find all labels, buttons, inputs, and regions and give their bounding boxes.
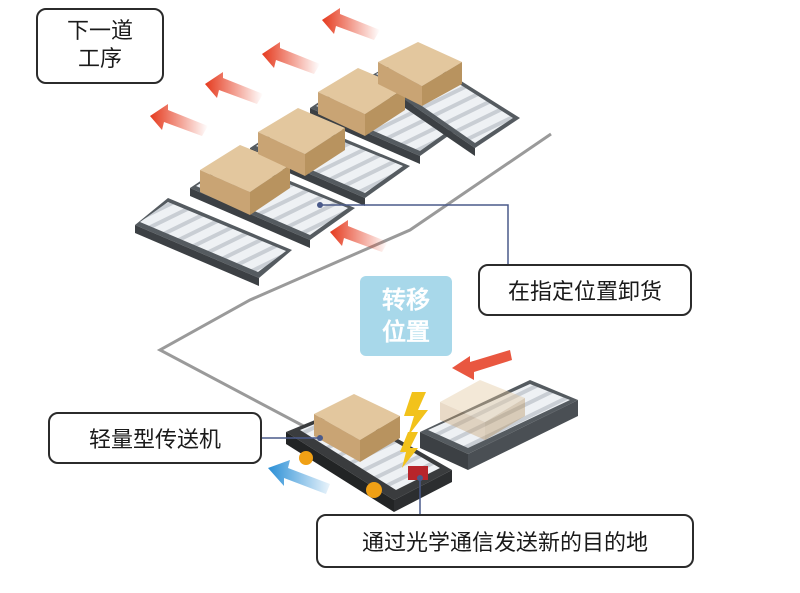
- move-position-label: 转移 位置: [360, 276, 452, 356]
- box-station-5: [378, 42, 462, 106]
- box-faded: [440, 380, 525, 440]
- callout-dot-unload: [317, 202, 323, 208]
- optical-comm-text: 通过光学通信发送新的目的地: [361, 531, 648, 556]
- track-line: [156, 132, 552, 442]
- arrow-incoming: [452, 350, 512, 380]
- callout-dot-conveyor: [317, 435, 323, 441]
- unload-label: 在指定位置卸货: [478, 264, 692, 316]
- lightning-icon: [400, 392, 428, 468]
- box-on-agv: [314, 394, 400, 462]
- next-process-line2: 工序: [77, 47, 122, 72]
- optical-comm-label: 通过光学通信发送新的目的地: [316, 514, 694, 568]
- arrow-next-1: [150, 104, 208, 136]
- box-station-3: [258, 108, 345, 176]
- arrow-blue: [268, 460, 330, 494]
- station-1: [135, 198, 292, 286]
- move-line1: 转移: [382, 286, 430, 314]
- arrow-next-4: [322, 8, 380, 40]
- unload-label-text: 在指定位置卸货: [507, 280, 662, 305]
- light-conveyor-label: 轻量型传送机: [48, 412, 262, 464]
- callout-line-unload: [320, 204, 509, 264]
- arrow-into-station: [330, 220, 388, 252]
- callout-dot-optical: [417, 475, 423, 481]
- station-lower: [420, 380, 578, 470]
- arrow-next-2: [205, 72, 263, 104]
- move-line2: 位置: [382, 318, 430, 346]
- next-process-line1: 下一道: [66, 19, 133, 44]
- arrow-next-3: [262, 42, 320, 74]
- next-process-label: 下一道 工序: [36, 8, 164, 84]
- light-conveyor-text: 轻量型传送机: [88, 428, 221, 453]
